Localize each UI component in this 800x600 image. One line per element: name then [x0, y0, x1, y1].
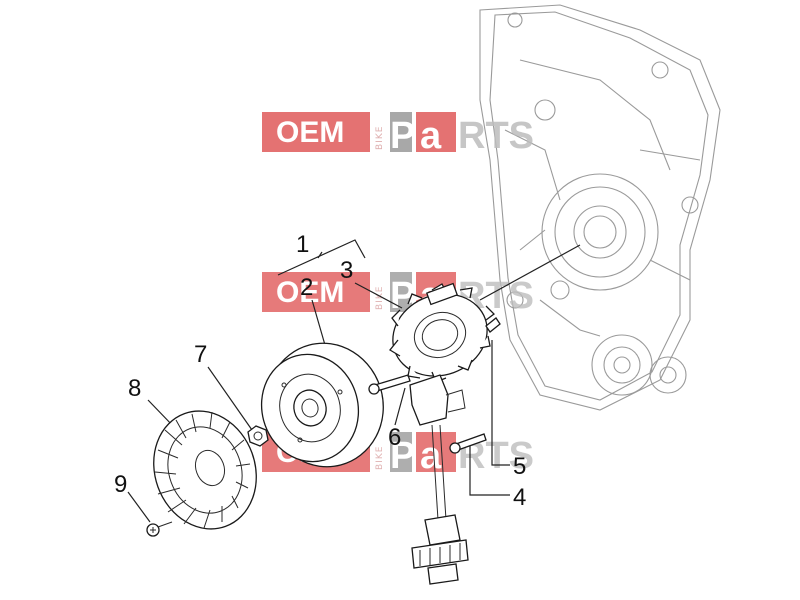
wiring-harness — [411, 424, 469, 585]
callout-8: 8 — [128, 375, 141, 402]
callout-2: 2 — [300, 274, 313, 301]
watermark-a-box — [416, 112, 456, 152]
callout-1: 1 — [296, 231, 309, 258]
watermark-bike-text: BIKE — [375, 446, 385, 470]
pickup-sensor — [409, 374, 466, 426]
watermark-p-text: P — [390, 115, 415, 157]
callout-6: 6 — [388, 424, 401, 451]
crankcase-housing — [479, 4, 721, 411]
leader-lines — [127, 239, 581, 523]
callout-7: 7 — [194, 341, 207, 368]
callout-4: 4 — [513, 484, 526, 511]
nut — [247, 425, 269, 447]
callout-labels: 1 2 3 4 5 6 7 8 9 — [114, 231, 526, 511]
callout-9: 9 — [114, 471, 127, 498]
stator — [389, 282, 495, 383]
flywheel-rotor — [260, 342, 384, 468]
watermark-p-box — [390, 272, 412, 312]
watermark-a-box — [416, 432, 456, 472]
watermark-bike-text: BIKE — [375, 286, 385, 310]
callout-3: 3 — [340, 257, 353, 284]
sensor-bolt — [449, 433, 487, 454]
watermark-top: OEM BIKE P a RTS — [262, 112, 534, 157]
callout-5: 5 — [513, 453, 526, 480]
watermark-rts-text: RTS — [458, 115, 534, 157]
watermark-p-text: P — [390, 435, 415, 477]
cooling-fan — [153, 410, 257, 530]
watermark-bike-text: BIKE — [375, 126, 385, 150]
stator-bolt — [368, 374, 411, 395]
watermark-oem-text: OEM — [276, 116, 344, 149]
woodruff-key — [485, 317, 501, 333]
watermark-p-box — [390, 112, 412, 152]
watermark-p-box — [390, 432, 412, 472]
watermark-oem-text: OEM — [276, 276, 344, 309]
watermark-oem-box — [262, 272, 370, 312]
watermark-a-text: a — [420, 115, 442, 157]
watermark-oem-box — [262, 112, 370, 152]
watermark-a-text: a — [420, 435, 442, 477]
screw — [146, 521, 173, 537]
